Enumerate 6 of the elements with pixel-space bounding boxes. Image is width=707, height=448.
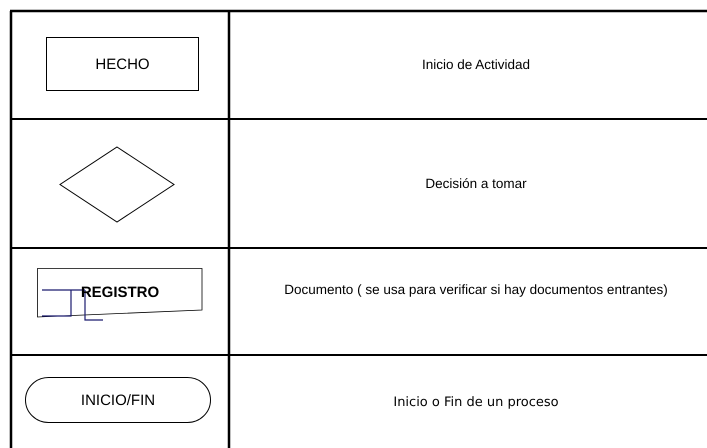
symbol-label: HECHO	[95, 56, 150, 72]
description-text: Decisión a tomar	[424, 175, 528, 193]
description-text: Inicio de Actividad	[420, 56, 532, 74]
symbol-label: INICIO/FIN	[80, 392, 156, 408]
description-text: Inicio o Fin de un proceso	[392, 394, 560, 412]
description-text: Documento ( se usa para verificar si hay documentos entrantes)	[283, 281, 669, 299]
